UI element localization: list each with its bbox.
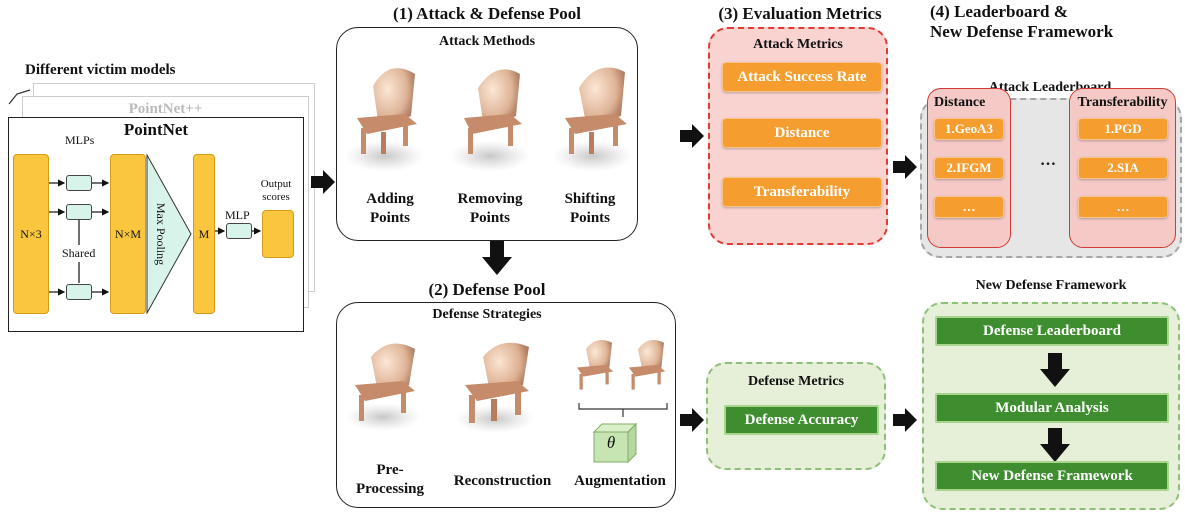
leaderboard-distance-title: Distance [934,95,986,110]
defense-item-preprocessing-line2: Processing [355,481,425,497]
leaderboard-distance-item-1: 1.GeoA3 [934,118,1004,140]
arrow-right-icon [893,155,917,179]
mlp-node-4 [226,223,252,239]
theta-cube-icon [592,422,638,464]
attack-item-shifting-line2: Points [569,210,610,226]
attack-item-removing-line2: Points [469,210,510,226]
victim-models-heading: Different victim models [25,62,176,78]
arrow-down-icon [1040,428,1070,462]
chair-preprocessing-icon [345,343,421,431]
framework-title: New Defense Framework [975,278,1127,293]
pointnet-title: PointNet [123,120,189,139]
attack-point-clouds [345,67,633,172]
mlp-node-2 [66,204,92,220]
arrow-down-icon [1040,353,1070,387]
leaderboard-transfer-item-2: 2.SIA [1078,157,1168,179]
attack-pool-header: (1) Attack & Defense Pool [393,4,581,23]
attack-item-adding-line2: Points [369,210,410,226]
chair-shifting-icon [553,67,633,172]
leaderboard-ellipsis: … [1040,152,1056,169]
defense-metrics-title: Defense Metrics [747,374,844,389]
n3-label: N×3 [20,226,42,241]
max-pooling-label: Max Pooling [148,203,168,265]
m-block: M [193,154,215,314]
attack-item-removing-line1: Removing [457,191,523,207]
leaderboard-transfer-title: Transferability [1077,95,1168,110]
arrow-down-icon [482,241,512,275]
leaderboard-distance-item-2: 2.IFGM [934,157,1004,179]
leaderboard-distance-item-3: … [934,196,1004,218]
leaderboard-header-line2: New Defense Framework [930,22,1114,41]
nm-block: N×M [110,154,146,314]
attack-item-adding: Adding Points [345,190,435,228]
attack-methods-title: Attack Methods [438,34,536,49]
framework-step-new-defense: New Defense Framework [935,461,1169,491]
max-pooling-text: Max Pooling [154,202,168,266]
bracket-icon [8,89,31,105]
chair-reconstruction-icon [455,342,535,433]
framework-step-modular-analysis: Modular Analysis [935,393,1169,423]
pointnetpp-title: PointNet++ [128,101,203,117]
attack-item-adding-line1: Adding [366,191,414,207]
max-pooling-shape [146,154,192,314]
output-block [262,210,294,258]
evaluation-header: (3) Evaluation Metrics [718,4,882,23]
leaderboard-header: (4) Leaderboard & New Defense Framework [930,2,1113,42]
theta-label: θ [606,433,616,452]
leaderboard-transfer-item-1: 1.PGD [1078,118,1168,140]
arrow-right-icon [311,170,335,194]
nm-label: N×M [114,226,142,241]
metric-defense-accuracy: Defense Accuracy [724,405,879,435]
mlp-node-3 [66,284,92,300]
leaderboard-transfer-item-3: … [1078,196,1168,218]
attack-item-removing: Removing Points [445,190,535,228]
defense-item-preprocessing-line1: Pre- [376,462,404,478]
input-n3-block: N×3 [13,154,49,314]
mlps-label: MLPs [65,133,95,147]
defense-point-clouds [345,340,668,433]
arrow-right-icon [893,408,917,432]
attack-methods-panel: Attack Methods [336,27,638,241]
mlp-node-1 [66,175,92,191]
attack-item-shifting-line1: Shifting [564,191,616,207]
augmentation-brace [578,403,668,417]
attack-item-shifting: Shifting Points [545,190,635,228]
chair-removing-icon [450,69,530,172]
metric-distance: Distance [722,118,882,148]
shared-label: Shared [62,246,96,260]
m-label: M [198,226,210,241]
chair-augmentation-icon-1 [576,340,614,390]
chair-augmentation-icon-2 [628,340,666,390]
attack-metrics-title: Attack Metrics [753,37,843,52]
chair-adding-icon [345,68,425,172]
defense-item-augmentation: Augmentation [574,473,666,489]
arrow-right-icon [680,408,704,432]
framework-step-defense-leaderboard: Defense Leaderboard [935,316,1169,346]
defense-item-reconstruction: Reconstruction [453,473,552,489]
mlp-label: MLP [225,208,250,222]
defense-pool-header: (2) Defense Pool [428,280,546,299]
metric-transferability: Transferability [722,177,882,207]
output-scores-label: Output scores [260,178,292,203]
defense-strategies-title: Defense Strategies [432,307,542,322]
metric-attack-success-rate: Attack Success Rate [722,62,882,92]
arrow-right-icon [680,124,704,148]
leaderboard-header-line1: (4) Leaderboard & [930,2,1068,21]
defense-item-preprocessing: Pre- Processing [350,461,430,499]
